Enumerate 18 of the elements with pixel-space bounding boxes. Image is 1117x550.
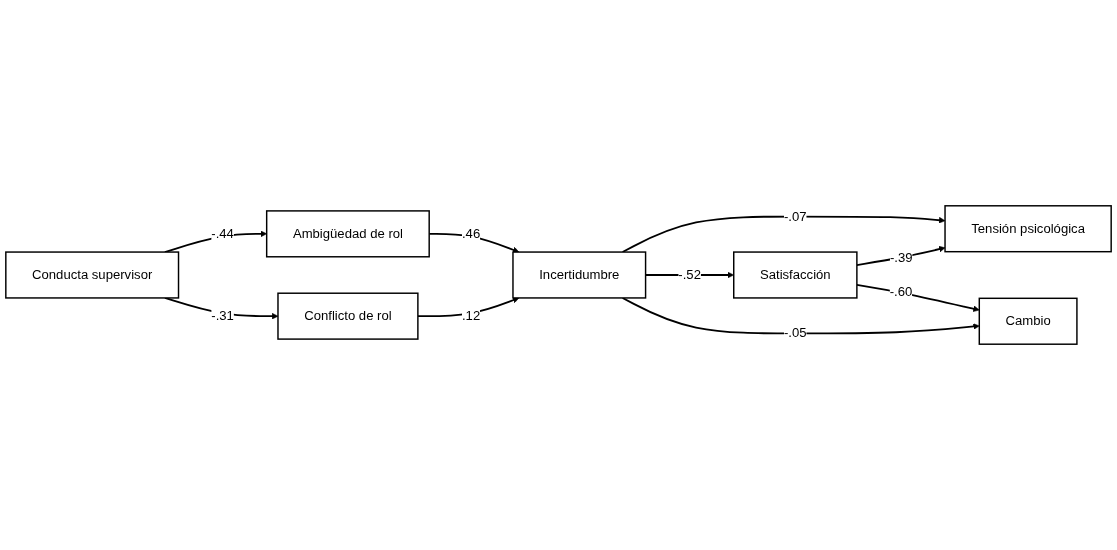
edge-label: -.44 [211, 226, 234, 241]
edge-label: -.31 [211, 308, 234, 324]
node-box: Cambio [978, 297, 1078, 345]
node-box: Ambigüedad de rol [265, 210, 430, 258]
node-box: Conducta supervisor [5, 251, 180, 299]
edge-label: .46 [461, 226, 481, 241]
edge-label: -.07 [784, 208, 807, 224]
edge-label: -.39 [889, 250, 913, 265]
edge-label: -.05 [784, 325, 807, 341]
node-box: Satisfacción [733, 251, 858, 299]
edge-label: .12 [461, 308, 481, 324]
node-box: Incertidumbre [512, 251, 647, 299]
node-box: Conflicto de rol [277, 292, 419, 340]
arrow [621, 215, 946, 253]
edge-label: -.52 [678, 267, 701, 282]
edge-label: -.60 [889, 284, 913, 300]
node-box: Tensión psicológica [944, 205, 1112, 253]
arrow [621, 297, 980, 335]
